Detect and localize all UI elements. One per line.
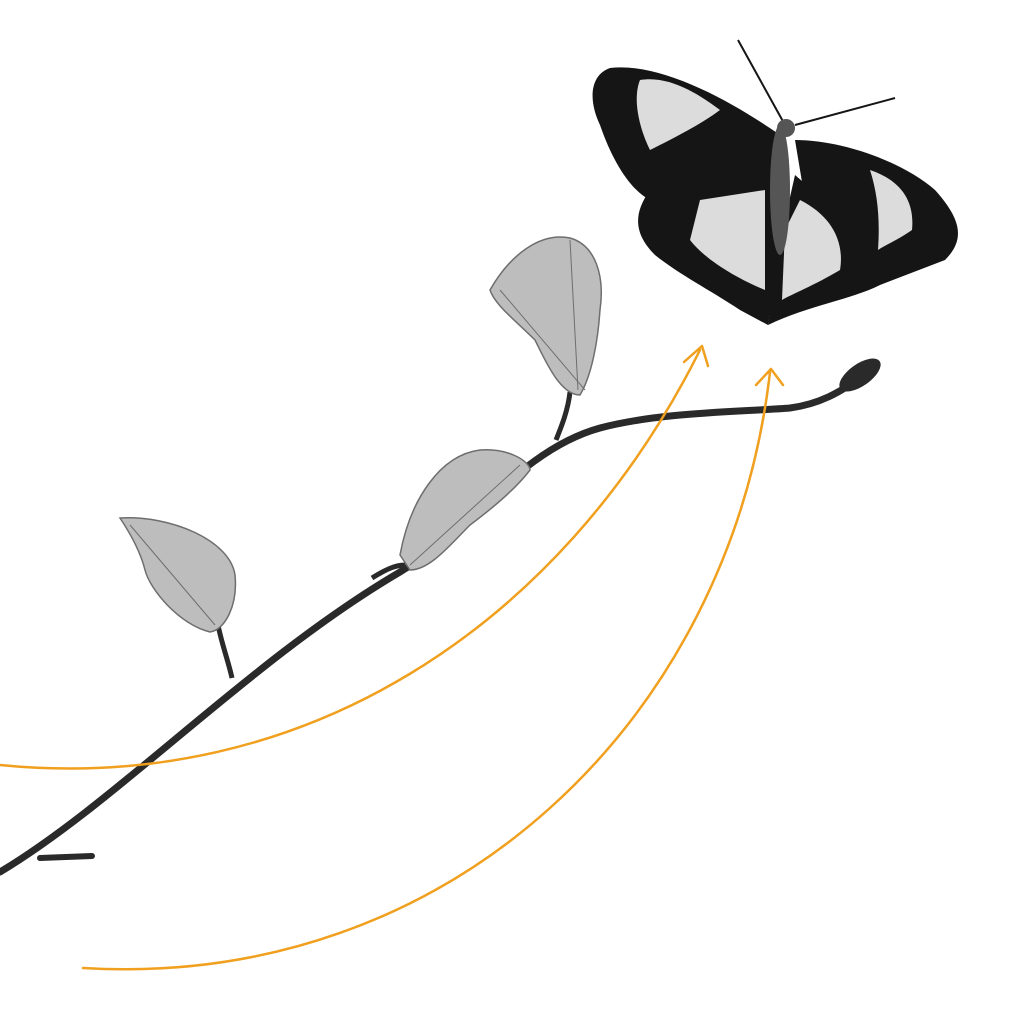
- bud: [839, 358, 881, 392]
- arrow-upper: [0, 344, 710, 770]
- branch: [0, 374, 864, 876]
- butterfly-body: [770, 125, 790, 255]
- leaf-cluster-left: [118, 517, 237, 633]
- antenna-left: [737, 39, 786, 126]
- leaf-cluster-top: [489, 236, 602, 396]
- butterfly: [592, 39, 958, 325]
- antenna-right: [794, 97, 896, 126]
- leaf-cluster-middle: [399, 449, 531, 571]
- arrow-lower: [81, 367, 785, 971]
